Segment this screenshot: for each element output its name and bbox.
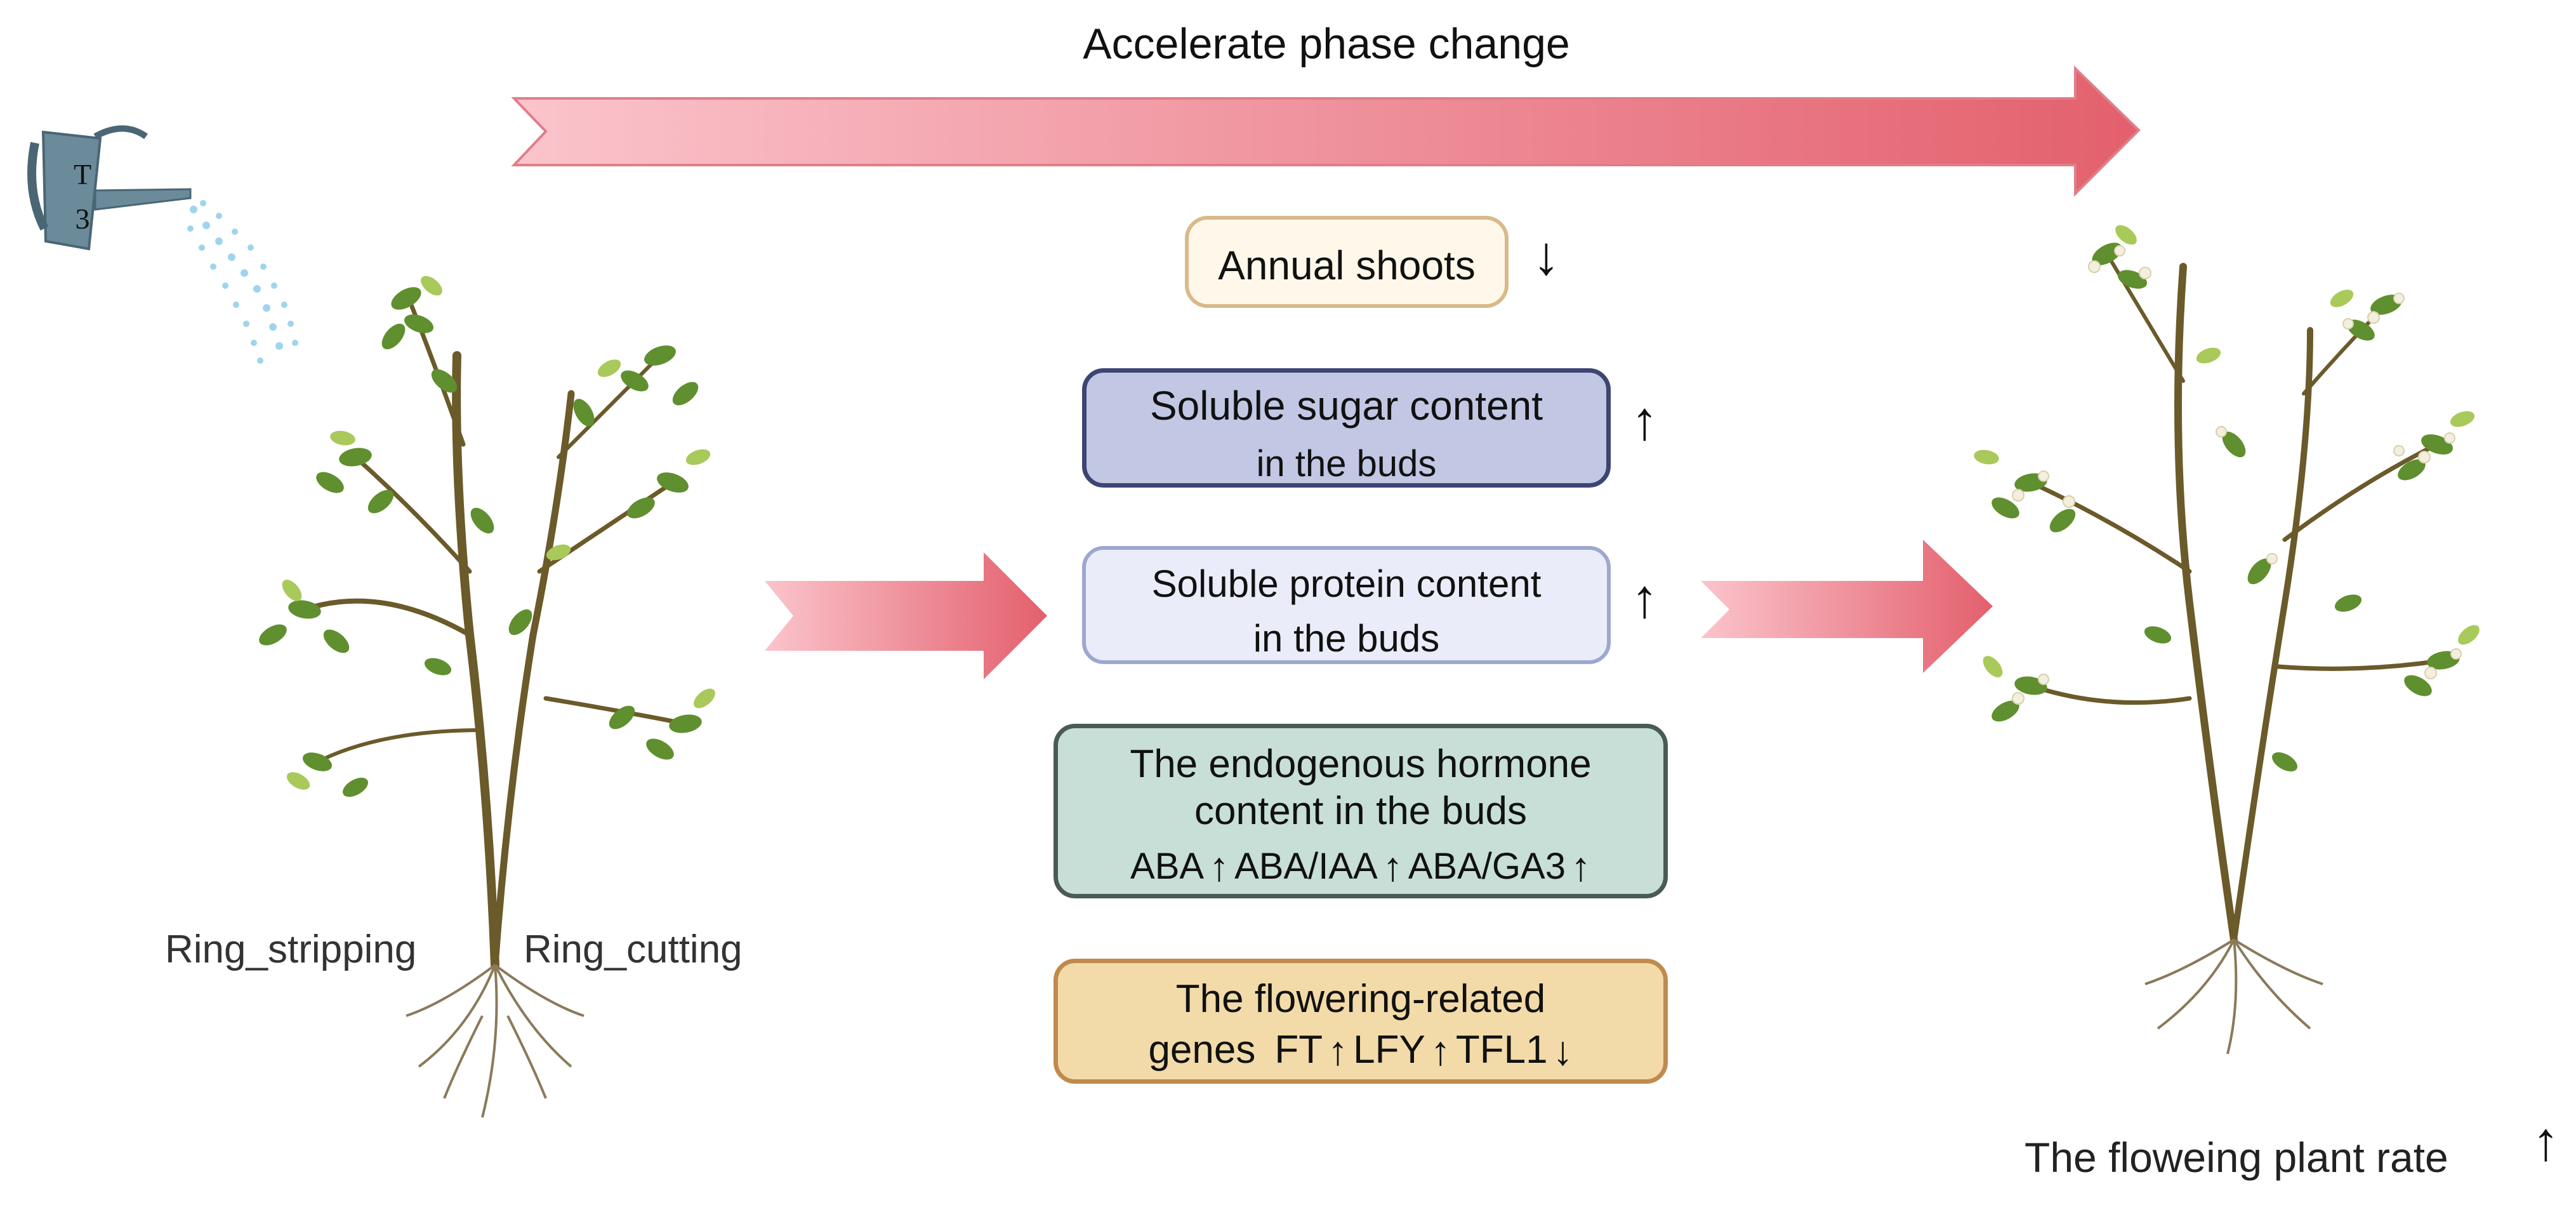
right-plant [1974, 225, 2480, 1055]
phase-change-title: Accelerate phase change [1083, 20, 1570, 68]
hormone-line1: The endogenous hormone [1130, 742, 1592, 786]
flowering-rate-label: The floweing plant rate [2024, 1134, 2448, 1181]
soluble-protein-box: Soluble protein content in the buds [1082, 546, 1611, 664]
soluble-sugar-box: Soluble sugar content in the buds [1082, 368, 1611, 488]
flowering-genes-box: The flowering-related genes FT ↑ LFY ↑ T… [1054, 959, 1668, 1084]
hormone-line2: content in the buds [1194, 789, 1527, 834]
annual-shoots-trend-arrow: ↓ [1533, 225, 1560, 286]
genes-line1: The flowering-related [1175, 977, 1546, 1021]
ring-cutting-label: Ring_cutting [524, 928, 743, 971]
annual-shoots-label: Annual shoots [1218, 243, 1476, 288]
gene-ft-arrow: ↑ [1328, 1027, 1349, 1074]
ring-stripping-label: Ring_stripping [165, 928, 417, 971]
gene-tfl1-arrow: ↓ [1552, 1027, 1573, 1074]
soluble-sugar-trend-arrow: ↑ [1631, 390, 1658, 451]
gene-lfy-arrow: ↑ [1430, 1027, 1451, 1074]
flowering-rate-trend-arrow: ↑ [2532, 1111, 2559, 1172]
can-label-1: T [74, 158, 91, 190]
soluble-sugar-line1: Soluble sugar content [1149, 383, 1543, 429]
gene-tfl1: TFL1 [1455, 1028, 1548, 1072]
left-process-arrow [765, 552, 1047, 679]
gene-lfy: LFY [1353, 1028, 1425, 1072]
watering-can-icon [27, 125, 192, 251]
top-phase-arrow [511, 65, 2141, 197]
annual-shoots-box: Annual shoots [1185, 216, 1509, 308]
hormone-item-aba-iaa-arrow: ↑ [1382, 843, 1403, 889]
hormone-item-aba-ga3: ABA/GA3 [1408, 845, 1566, 887]
water-drops [187, 200, 298, 364]
hormone-item-aba-ga3-arrow: ↑ [1570, 843, 1591, 889]
right-result-arrow [1701, 540, 1993, 673]
soluble-protein-line2: in the buds [1253, 617, 1440, 660]
hormone-item-aba-iaa: ABA/IAA [1234, 845, 1378, 887]
soluble-protein-trend-arrow: ↑ [1631, 568, 1658, 629]
endogenous-hormone-box: The endogenous hormone content in the bu… [1054, 724, 1668, 898]
flower-clusters [2012, 245, 2462, 705]
can-label-2: 3 [76, 203, 90, 235]
left-plant [259, 276, 715, 1118]
soluble-protein-line1: Soluble protein content [1151, 563, 1542, 605]
genes-prefix: genes [1148, 1028, 1256, 1072]
hormone-item-aba: ABA [1130, 845, 1205, 887]
hormone-item-aba-arrow: ↑ [1209, 843, 1230, 889]
genes-row: genes FT ↑ LFY ↑ TFL1 ↓ [1058, 1027, 1663, 1074]
gene-ft: FT [1274, 1028, 1323, 1072]
hormone-ratio-row: ABA ↑ ABA/IAA ↑ ABA/GA3 ↑ [1058, 844, 1663, 889]
soluble-sugar-line2: in the buds [1256, 443, 1437, 484]
